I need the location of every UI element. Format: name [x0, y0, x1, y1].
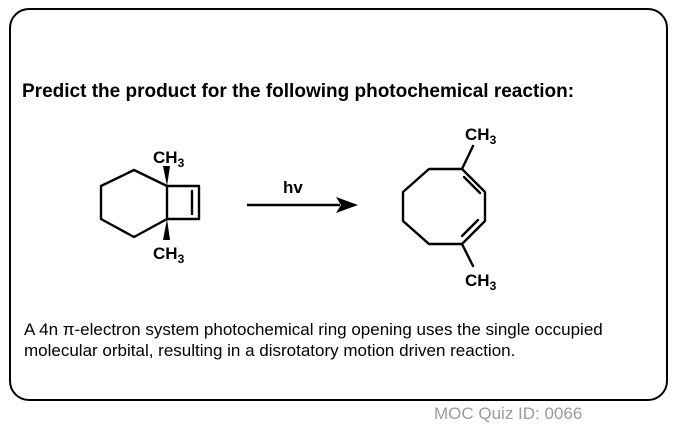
reactant-six-ring [99, 168, 169, 239]
quiz-id-footer: MOC Quiz ID: 0066 [434, 404, 583, 423]
product-structure [401, 144, 487, 268]
reaction-arrow-head [336, 197, 358, 213]
question-card [9, 8, 668, 401]
reactant-four-ring [165, 184, 201, 221]
product-double-bond-2 [460, 218, 480, 238]
bottom-methyl-wedge [163, 219, 170, 240]
question-text: Predict the product for the following ph… [22, 81, 575, 102]
reactant-bottom-methyl-label: CH3 [153, 244, 185, 266]
explanation-text: A 4n π-electron system photochemical rin… [24, 320, 603, 360]
conditions-label: hv [283, 178, 303, 197]
product-bottom-methyl-bond [460, 242, 475, 268]
product-top-methyl-bond [460, 144, 475, 171]
product-double-bond-1 [462, 175, 482, 195]
product-top-methyl-label: CH3 [465, 125, 497, 147]
product-bottom-methyl-label: CH3 [465, 271, 497, 293]
reactant-structure [99, 168, 201, 239]
reactant-top-methyl-label: CH3 [153, 148, 185, 170]
top-methyl-wedge [163, 166, 170, 186]
product-eight-ring [401, 167, 487, 246]
